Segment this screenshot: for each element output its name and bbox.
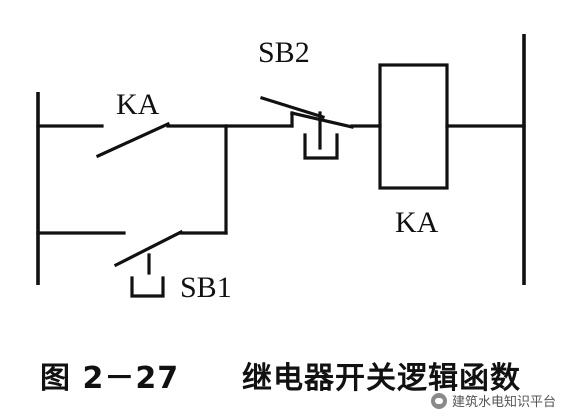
ka-no-contact xyxy=(95,121,171,159)
top-rung xyxy=(36,63,526,190)
ka-contact-label: KA xyxy=(116,88,160,121)
watermark-text: 建筑水电知识平台 xyxy=(451,395,556,410)
figure-number: 图 2－27 xyxy=(40,361,179,396)
sb1-label: SB1 xyxy=(180,271,232,304)
bottom-rung xyxy=(36,124,228,298)
sb1-no-pushbutton xyxy=(113,229,184,298)
ka-coil-label: KA xyxy=(395,206,439,239)
ka-coil xyxy=(378,63,449,190)
wechat-icon xyxy=(430,392,447,409)
figure-title: 继电器开关逻辑函数 xyxy=(242,361,521,396)
sb2-label: SB2 xyxy=(258,36,310,69)
watermark: 建筑水电知识平台 xyxy=(430,391,556,410)
sb2-nc-pushbutton xyxy=(259,95,354,160)
